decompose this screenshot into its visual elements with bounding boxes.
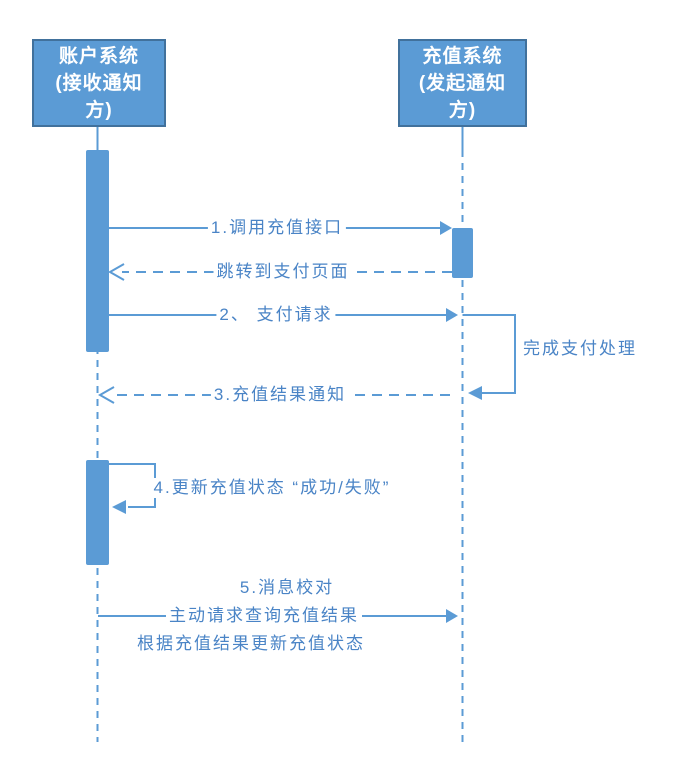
actor-account-system: 账户系统 (接收通知 方) <box>32 39 166 127</box>
actor-recharge-label: 充值系统 (发起通知 方) <box>418 45 507 121</box>
activation-bar-account-1 <box>86 150 109 352</box>
solid-arrowhead-icon <box>446 609 458 623</box>
message-5-label-line1: 5.消息校对 <box>236 578 338 598</box>
message-3-label: 2、 支付请求 <box>216 305 336 325</box>
solid-arrowhead-icon <box>468 386 482 400</box>
message-4-arrow <box>97 386 450 404</box>
message-5-label-line3: 根据充值结果更新充值状态 <box>134 634 368 654</box>
message-4-label: 3.充值结果通知 <box>210 385 350 405</box>
open-arrowhead-icon <box>97 386 115 404</box>
open-arrowhead-icon <box>107 263 125 281</box>
message-2-arrow <box>107 263 452 281</box>
self-loop-recharge-label: 完成支付处理 <box>523 339 637 359</box>
message-1-label: 1.调用充值接口 <box>207 218 347 238</box>
actor-recharge-system: 充值系统 (发起通知 方) <box>398 39 527 127</box>
solid-arrowhead-icon <box>112 500 126 514</box>
message-5-label-line2: 主动请求查询充值结果 <box>166 606 362 626</box>
self-loop-recharge <box>462 314 516 400</box>
self-loop-account-label: 4.更新充值状态 “成功/失败” <box>150 478 394 498</box>
solid-arrowhead-icon <box>446 308 458 322</box>
actor-account-label: 账户系统 (接收通知 方) <box>55 45 143 121</box>
activation-bar-recharge <box>452 228 473 278</box>
message-2-label: 跳转到支付页面 <box>213 262 353 282</box>
solid-arrowhead-icon <box>440 221 452 235</box>
activation-bar-account-2 <box>86 460 109 565</box>
self-loop-account <box>109 463 156 514</box>
